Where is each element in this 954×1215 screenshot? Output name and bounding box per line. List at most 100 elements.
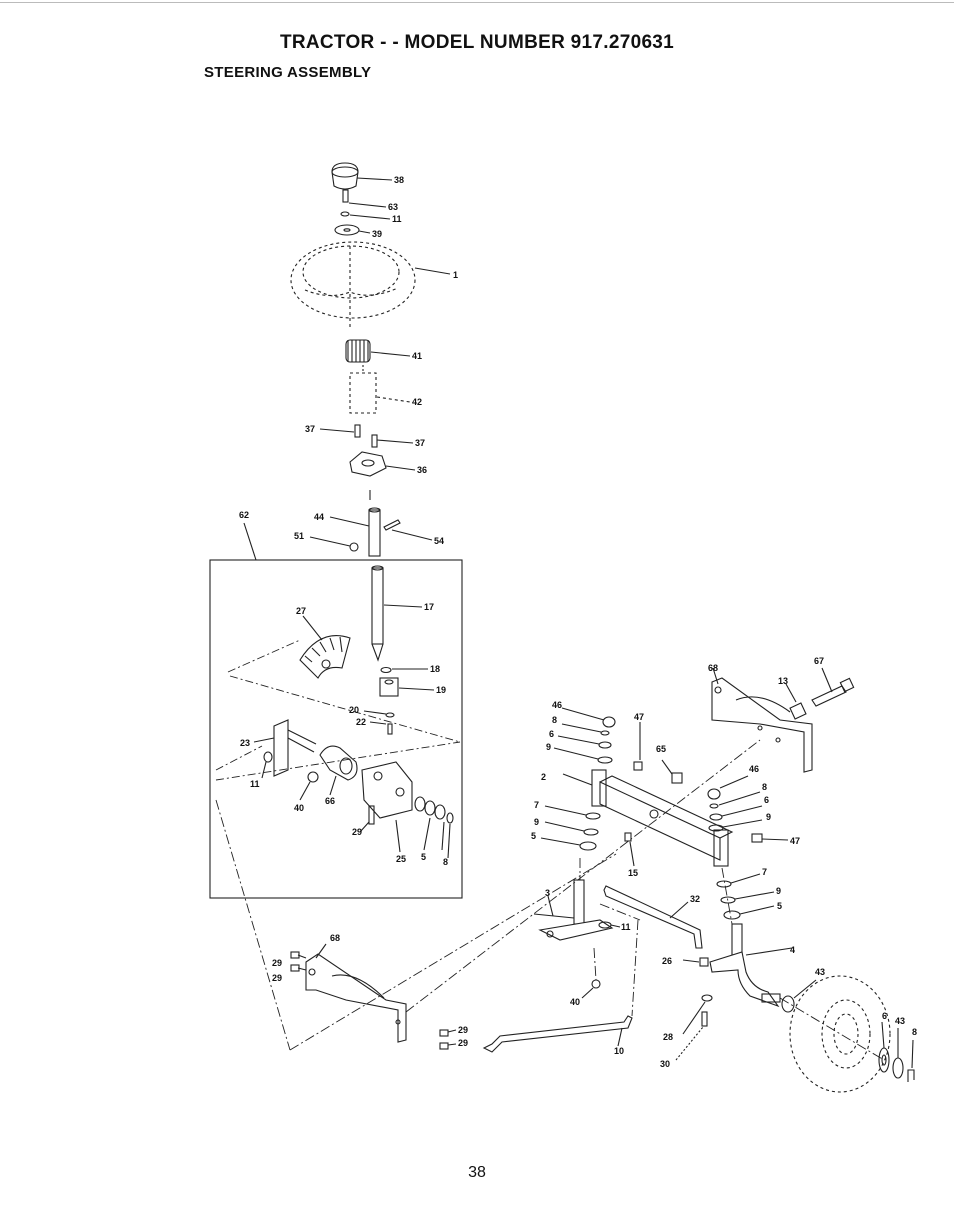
callout-29: 29 bbox=[272, 958, 282, 968]
callout-9: 9 bbox=[776, 886, 781, 896]
steering-cap-part bbox=[331, 162, 393, 190]
bolt-part bbox=[675, 1011, 708, 1061]
callout-13: 13 bbox=[778, 676, 788, 686]
callout-29: 29 bbox=[352, 827, 362, 837]
callout-51: 51 bbox=[294, 531, 304, 541]
callout-32: 32 bbox=[690, 894, 700, 904]
callout-43: 43 bbox=[895, 1016, 905, 1026]
callout-39: 39 bbox=[372, 229, 382, 239]
bushing-part bbox=[661, 759, 683, 784]
washer-part bbox=[544, 821, 599, 836]
callout-19: 19 bbox=[436, 685, 446, 695]
front-tire-part bbox=[789, 975, 891, 1093]
callout-25: 25 bbox=[396, 854, 406, 864]
grease-fitting-part bbox=[707, 775, 749, 800]
bolt-part bbox=[359, 805, 375, 833]
callout-1: 1 bbox=[453, 270, 458, 280]
part-callouts: 38 63 11 39 1 41 42 37 37 36 62 44 51 54… bbox=[239, 175, 917, 1069]
callout-41: 41 bbox=[412, 351, 422, 361]
callout-15: 15 bbox=[628, 868, 638, 878]
grease-fitting-part bbox=[561, 707, 616, 728]
bolt-part bbox=[290, 951, 307, 959]
callout-63: 63 bbox=[388, 202, 398, 212]
front-axle-part bbox=[562, 769, 734, 867]
washer-part bbox=[723, 905, 775, 920]
callout-29: 29 bbox=[272, 973, 282, 983]
callout-7: 7 bbox=[762, 867, 767, 877]
callout-67: 67 bbox=[814, 656, 824, 666]
hub-cap-washer-part bbox=[878, 1021, 890, 1073]
page-title: TRACTOR - - MODEL NUMBER 917.270631 bbox=[279, 32, 675, 53]
callout-9: 9 bbox=[766, 812, 771, 822]
right-spindle-part bbox=[709, 923, 793, 1008]
callout-40: 40 bbox=[294, 803, 304, 813]
callout-9: 9 bbox=[534, 817, 539, 827]
top-rule bbox=[0, 2, 954, 3]
washer-part bbox=[682, 994, 713, 1035]
washer-part bbox=[709, 791, 761, 809]
callout-8: 8 bbox=[443, 857, 448, 867]
callout-8: 8 bbox=[912, 1027, 917, 1037]
bolt-part bbox=[383, 519, 433, 541]
cap-screw-part bbox=[342, 189, 387, 208]
grease-fitting-part bbox=[751, 833, 789, 843]
steering-frame-bracket-part bbox=[305, 943, 407, 1043]
callout-6: 6 bbox=[549, 729, 554, 739]
washer-part bbox=[708, 819, 763, 832]
callout-46: 46 bbox=[749, 764, 759, 774]
callout-11: 11 bbox=[392, 214, 402, 224]
callout-29: 29 bbox=[458, 1025, 468, 1035]
pivot-bracket-part bbox=[361, 761, 413, 853]
callout-17: 17 bbox=[424, 602, 434, 612]
callout-20: 20 bbox=[349, 705, 359, 715]
callout-10: 10 bbox=[614, 1046, 624, 1056]
cotter-pin-part bbox=[907, 1039, 915, 1082]
lock-washer-part bbox=[340, 211, 391, 220]
nut-part bbox=[598, 921, 621, 929]
bolt-part bbox=[371, 434, 414, 448]
callout-6: 6 bbox=[764, 795, 769, 805]
callout-44: 44 bbox=[314, 512, 324, 522]
callout-66: 66 bbox=[325, 796, 335, 806]
callout-30: 30 bbox=[660, 1059, 670, 1069]
callout-9: 9 bbox=[546, 742, 551, 752]
callout-28: 28 bbox=[663, 1032, 673, 1042]
steering-support-part bbox=[349, 451, 416, 477]
callout-47: 47 bbox=[790, 836, 800, 846]
spacer-part bbox=[785, 683, 807, 720]
nut-part bbox=[299, 771, 319, 801]
washer-part bbox=[709, 805, 763, 821]
sector-gear-part bbox=[299, 615, 351, 679]
callout-62: 62 bbox=[239, 510, 249, 520]
callout-43: 43 bbox=[815, 967, 825, 977]
bolt-part bbox=[633, 722, 643, 771]
steering-washer-part bbox=[334, 224, 371, 236]
callout-7: 7 bbox=[534, 800, 539, 810]
washer-part bbox=[561, 723, 610, 736]
callout-11: 11 bbox=[621, 922, 631, 932]
callout-38: 38 bbox=[394, 175, 404, 185]
steering-bracket-part bbox=[253, 719, 317, 777]
bearing-part bbox=[544, 805, 601, 820]
steering-frame-bracket-part bbox=[711, 667, 813, 773]
callout-6: 6 bbox=[882, 1011, 887, 1021]
left-spindle-part bbox=[533, 879, 614, 941]
callout-47: 47 bbox=[634, 712, 644, 722]
callout-37: 37 bbox=[415, 438, 425, 448]
callout-22: 22 bbox=[356, 717, 366, 727]
callout-11: 11 bbox=[250, 779, 260, 789]
tie-rod-part bbox=[482, 1015, 633, 1053]
nut-part bbox=[581, 979, 601, 999]
callout-37: 37 bbox=[305, 424, 315, 434]
washer-part bbox=[553, 747, 613, 764]
steering-wheel-part bbox=[290, 241, 416, 330]
steering-gear-subassembly-box bbox=[209, 559, 463, 899]
pinion-gear-part bbox=[379, 677, 435, 697]
washer-part bbox=[540, 837, 597, 851]
washer-part bbox=[261, 751, 273, 779]
callout-8: 8 bbox=[552, 715, 557, 725]
bolt-part bbox=[290, 964, 307, 972]
callout-26: 26 bbox=[662, 956, 672, 966]
steering-bushing-part bbox=[349, 372, 411, 414]
